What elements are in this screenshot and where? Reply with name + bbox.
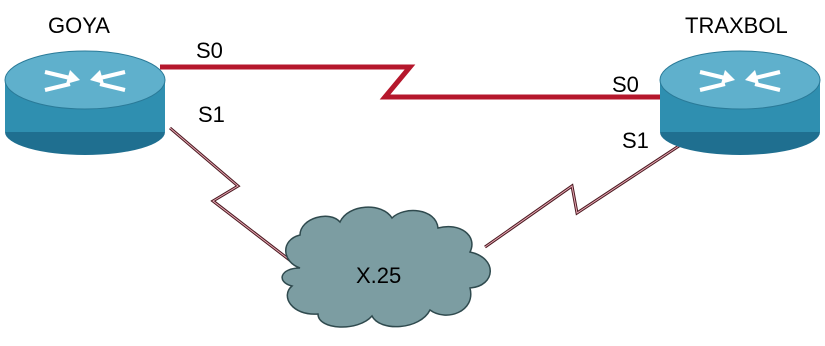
serial-link-goya-s1 (169, 126, 301, 270)
interface-label-traxbol-s0: S0 (612, 72, 639, 97)
router-name-traxbol: TRAXBOL (685, 13, 788, 38)
router-icon (4, 50, 166, 155)
serial-link-traxbol-s1 (484, 138, 689, 249)
cloud-icon: X.25 (281, 206, 491, 328)
router-icon (659, 50, 821, 155)
interface-label-traxbol-s1: S1 (622, 128, 649, 153)
interface-label-goya-s0: S0 (196, 38, 223, 63)
interface-label-goya-s1: S1 (198, 102, 225, 127)
serial-link-s0 (160, 64, 665, 100)
router-name-goya: GOYA (48, 13, 110, 38)
cloud-label: X.25 (356, 263, 401, 288)
